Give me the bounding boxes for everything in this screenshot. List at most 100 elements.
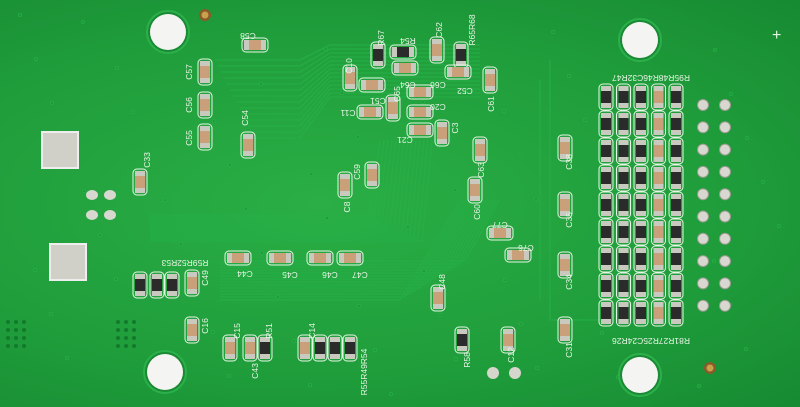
component-c49 bbox=[187, 272, 197, 294]
via bbox=[49, 100, 55, 106]
resistor-array-element-cap bbox=[618, 140, 629, 145]
via bbox=[518, 321, 524, 327]
resistor-array-element-cap bbox=[653, 103, 664, 108]
component-c56-cap bbox=[200, 94, 210, 99]
resistor-array-element bbox=[636, 86, 646, 108]
via bbox=[6, 320, 10, 324]
refdes-label: C57 bbox=[184, 64, 194, 80]
component-r54 bbox=[392, 47, 414, 57]
component-c10-outline bbox=[342, 64, 358, 92]
resistor-array-element-cap bbox=[671, 248, 681, 253]
component-c51-outline bbox=[358, 77, 386, 93]
via bbox=[114, 65, 120, 71]
via bbox=[534, 365, 540, 371]
component-c55 bbox=[200, 126, 210, 148]
via bbox=[356, 303, 362, 309]
resistor-array-element bbox=[653, 302, 664, 324]
resistor-array-element-cap bbox=[653, 130, 664, 135]
trace bbox=[150, 139, 417, 234]
component-r55r49r54 bbox=[315, 337, 325, 359]
header-pin bbox=[697, 188, 709, 201]
refdes-label: C14 bbox=[307, 323, 317, 339]
component-c3-outline bbox=[434, 119, 450, 147]
resistor-array-element-outline bbox=[598, 110, 614, 138]
component-c62-outline bbox=[429, 36, 445, 64]
via bbox=[6, 328, 10, 332]
via bbox=[517, 152, 523, 158]
header-pin bbox=[697, 232, 709, 245]
via bbox=[308, 171, 314, 177]
resistor-array-element-outline bbox=[651, 83, 666, 111]
resistor-array-element-cap bbox=[636, 275, 646, 280]
resistor-array-element bbox=[653, 248, 664, 270]
component-c21-cap bbox=[409, 125, 414, 135]
refdes-label: C16 bbox=[200, 318, 210, 334]
component-c16-cap bbox=[187, 319, 197, 324]
trace bbox=[220, 199, 497, 265]
component-c60-outline bbox=[467, 176, 483, 204]
component-c76-outline bbox=[504, 247, 532, 263]
component-r55r49r54 bbox=[345, 337, 355, 359]
component-c66 bbox=[409, 87, 431, 97]
resistor-array-element-cap bbox=[653, 319, 664, 324]
component-c14-cap bbox=[300, 354, 310, 359]
component-c57-cap bbox=[200, 61, 210, 66]
via bbox=[469, 20, 475, 26]
via bbox=[599, 330, 605, 336]
via bbox=[22, 344, 26, 348]
component-c55-cap bbox=[200, 126, 210, 131]
via bbox=[372, 347, 378, 353]
header-pin bbox=[719, 277, 731, 290]
resistor-array-element bbox=[601, 86, 611, 108]
via bbox=[647, 82, 653, 88]
component-r51-outline bbox=[257, 334, 273, 362]
resistor-array-element-cap bbox=[653, 140, 664, 145]
resistor-array-element-cap bbox=[601, 292, 611, 297]
component-r55r49r54-cap bbox=[345, 337, 355, 342]
resistor-array-element-outline bbox=[668, 137, 684, 165]
refdes-label: C52 bbox=[457, 86, 473, 96]
refdes-label: C66 bbox=[430, 80, 446, 90]
component-c34-cap bbox=[560, 271, 570, 276]
resistor-array-element-outline bbox=[616, 83, 631, 111]
header-pin bbox=[719, 232, 731, 245]
component-c12 bbox=[503, 329, 513, 351]
component-c45 bbox=[269, 253, 291, 263]
component-r54-cap bbox=[392, 47, 397, 57]
component-r55r49r54-cap bbox=[315, 337, 325, 342]
trace bbox=[150, 139, 401, 226]
via bbox=[275, 294, 281, 300]
refdes-label: C47 bbox=[352, 270, 368, 280]
resistor-array-element-cap bbox=[601, 86, 611, 91]
resistor-array-element-outline bbox=[633, 164, 649, 192]
component-c15-cap bbox=[225, 337, 235, 342]
mounting-hole bbox=[622, 357, 658, 393]
resistor-array-element-cap bbox=[601, 265, 611, 270]
resistor-array-element-outline bbox=[616, 137, 631, 165]
via bbox=[162, 197, 168, 203]
resistor-array-element-cap bbox=[636, 194, 646, 199]
resistor-array-element-outline bbox=[633, 191, 649, 219]
resistor-array-element-cap bbox=[618, 113, 629, 118]
via bbox=[421, 268, 427, 274]
via bbox=[132, 336, 136, 340]
resistor-array-element-outline bbox=[616, 245, 631, 273]
component-c58-cap bbox=[244, 40, 249, 50]
component-c64 bbox=[394, 63, 416, 73]
component-c43-outline bbox=[242, 334, 258, 362]
header-pin bbox=[697, 165, 709, 178]
resistor-array-element-outline bbox=[633, 83, 649, 111]
component-c33-cap bbox=[135, 171, 145, 176]
via bbox=[124, 336, 128, 340]
refdes-label: C77 bbox=[492, 220, 508, 230]
resistor-array-element-cap bbox=[653, 167, 664, 172]
refdes-label: C12 bbox=[506, 347, 516, 363]
resistor-array-element-cap bbox=[618, 248, 629, 253]
component-c54 bbox=[243, 134, 253, 156]
component-c33 bbox=[135, 171, 145, 193]
resistor-array-element bbox=[601, 248, 611, 270]
trace bbox=[150, 139, 397, 224]
resistor-array-element-outline bbox=[668, 272, 684, 300]
resistor-array-element-outline bbox=[598, 137, 614, 165]
resistor-array-element-cap bbox=[601, 184, 611, 189]
